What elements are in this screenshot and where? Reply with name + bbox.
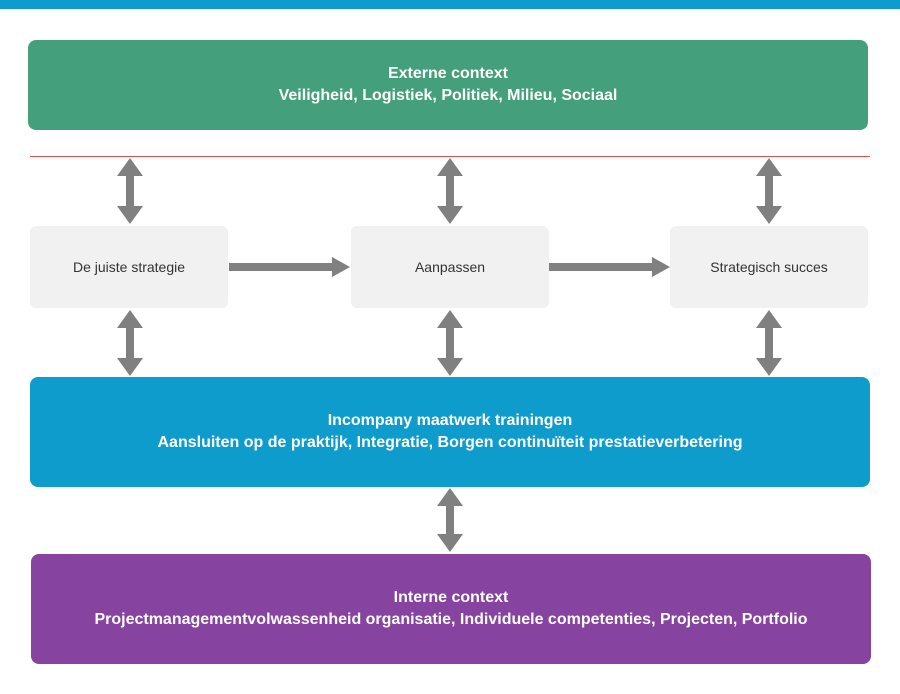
external-context-subtitle: Veiligheid, Logistiek, Politiek, Milieu,… [278,87,618,104]
internal-context-title: Interne context [393,589,509,606]
internal-context-box: Interne context Projectmanagementvolwass… [31,554,871,664]
top-accent-bar [0,0,900,9]
double-arrow-icon [437,488,463,552]
step-label: De juiste strategie [72,259,186,275]
external-context-title: Externe context [387,65,509,82]
right-arrow-icon [549,257,670,277]
training-subtitle: Aansluiten op de praktijk, Integratie, B… [157,434,743,451]
step-label: Aanpassen [414,259,486,275]
external-context-box: Externe context Veiligheid, Logistiek, P… [28,40,868,130]
internal-context-subtitle: Projectmanagementvolwassenheid organisat… [94,611,808,628]
double-arrow-icon [437,158,463,224]
training-title: Incompany maatwerk trainingen [327,412,573,429]
double-arrow-icon [437,310,463,376]
double-arrow-icon [756,158,782,224]
training-box: Incompany maatwerk trainingen Aansluiten… [30,377,870,487]
divider-line [30,156,870,157]
double-arrow-icon [117,310,143,376]
double-arrow-icon [117,158,143,224]
right-arrow-icon [229,257,350,277]
step-right-strategy: De juiste strategie [30,226,228,308]
step-label: Strategisch succes [710,259,828,275]
double-arrow-icon [756,310,782,376]
step-adapt: Aanpassen [351,226,549,308]
step-strategic-success: Strategisch succes [670,226,868,308]
